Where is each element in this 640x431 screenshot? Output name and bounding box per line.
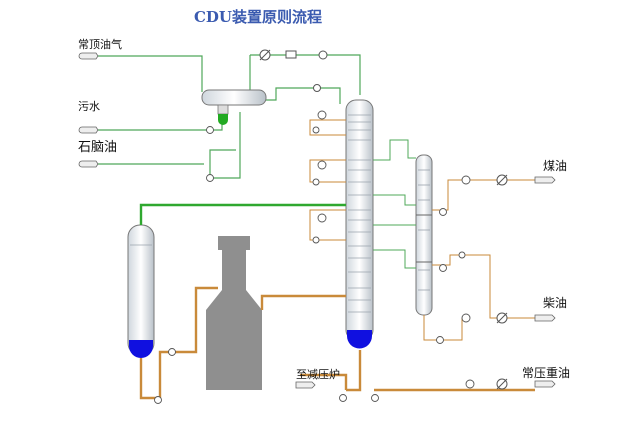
side-stripper xyxy=(415,154,433,316)
residue-valve-icon xyxy=(496,378,508,390)
label-to-vacuum-furnace: 至减压炉 xyxy=(296,368,340,381)
outlet-tip-gas xyxy=(78,52,99,60)
drum-pumps xyxy=(206,126,214,182)
preflash-vessel xyxy=(127,224,155,358)
label-kerosene: 煤油 xyxy=(543,159,567,173)
top-valve-icon xyxy=(259,49,328,92)
outlet-tip-sewage xyxy=(78,126,99,134)
reflux-drum xyxy=(201,89,267,125)
bottom-pumps xyxy=(154,348,475,404)
label-overhead-gas: 常顶油气 xyxy=(78,37,122,51)
pumparound-loops xyxy=(309,119,346,241)
pumparound-instruments xyxy=(312,110,327,244)
label-atm-residue: 常压重油 xyxy=(522,366,570,380)
hot-oil-lines xyxy=(139,286,535,400)
atmospheric-column xyxy=(345,99,374,349)
page-title: CDU装置原则流程 xyxy=(194,8,322,26)
outlet-tip-diesel xyxy=(534,314,556,322)
left-outlets: 常顶油气 污水 石脑油 xyxy=(78,37,122,168)
stripper-pumps xyxy=(436,175,471,344)
outlet-tip-vacuum xyxy=(295,381,316,389)
label-diesel: 柴油 xyxy=(543,296,567,310)
outlet-tip-kerosene xyxy=(534,176,556,184)
label-naphtha: 石脑油 xyxy=(78,140,117,155)
outlet-tip-naphtha xyxy=(78,160,99,168)
preflash-vapor-line xyxy=(139,203,346,225)
product-valves xyxy=(496,174,508,324)
stripper-lines xyxy=(373,139,535,341)
furnace xyxy=(206,236,262,390)
outlet-tip-residue xyxy=(534,380,556,388)
right-outlets: 煤油 柴油 xyxy=(534,159,567,322)
label-sewage: 污水 xyxy=(78,100,100,113)
